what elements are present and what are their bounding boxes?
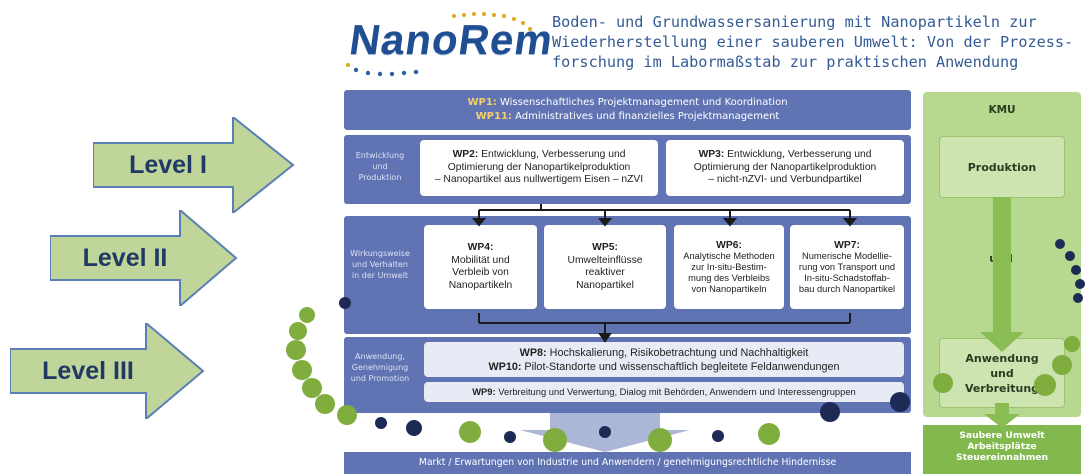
side-line: und bbox=[372, 162, 388, 171]
wp2-line: – Nanopartikel aus nullwertigem Eisen – … bbox=[434, 174, 644, 186]
wp6-id: WP6: bbox=[716, 239, 742, 251]
connector-lines-top bbox=[471, 204, 858, 227]
wp7-line: rung von Transport und bbox=[798, 261, 896, 272]
wp3-id: WP3: bbox=[698, 149, 725, 161]
kmu-arrows bbox=[980, 197, 1024, 428]
logo-dots-decoration bbox=[346, 12, 532, 77]
wp11-id: WP11: bbox=[475, 111, 512, 122]
wp7-box: WP7: Numerische Modellie- rung von Trans… bbox=[790, 225, 904, 309]
wp4-line: Verbleib von bbox=[452, 267, 509, 278]
wp10-text: Pilot-Standorte und wissenschaftlich beg… bbox=[521, 360, 840, 373]
side-line: Anwendung, bbox=[355, 352, 405, 361]
wp11-text: Administratives und finanzielles Projekt… bbox=[511, 111, 780, 122]
side-line: Wirkungsweise bbox=[350, 249, 410, 258]
kmu-und-2: und bbox=[990, 366, 1014, 380]
wp1-text: Wissenschaftliches Projektmanagement und… bbox=[496, 97, 788, 108]
side-line: Genehmigung bbox=[351, 363, 409, 372]
header-line-2: Wiederherstellung einer sauberen Umwelt:… bbox=[552, 33, 1074, 51]
side-line: in der Umwelt bbox=[351, 271, 409, 280]
wp3-line: Optimierung der Nanopartikelproduktion bbox=[693, 161, 877, 173]
wp7-id: WP7: bbox=[834, 239, 860, 251]
wp6-line: von Nanopartikeln bbox=[691, 283, 767, 294]
side-line: Produktion bbox=[358, 173, 402, 182]
kmu-anwendung: Anwendung bbox=[965, 351, 1039, 365]
row-entwicklung-label: Entwicklung und Produktion bbox=[344, 150, 416, 183]
benefit-line: Arbeitsplätze bbox=[967, 441, 1037, 452]
green-particles bbox=[286, 307, 1080, 452]
header-line-3: forschung im Labormaßstab zur praktische… bbox=[552, 53, 1019, 71]
wp7-line: In-situ-Schadstoffab- bbox=[804, 272, 890, 283]
side-line: und Verhalten bbox=[351, 260, 408, 269]
connector-lines-bottom bbox=[478, 313, 851, 343]
kmu-produktion: Produktion bbox=[939, 136, 1065, 198]
kmu-title: KMU bbox=[988, 104, 1016, 116]
wp5-line: Nanopartikel bbox=[576, 279, 634, 291]
wp4-box: WP4: Mobilität und Verbleib von Nanopart… bbox=[424, 225, 537, 309]
header-line-1: Boden- und Grundwassersanierung mit Nano… bbox=[552, 13, 1037, 31]
wp8-text: Hochskalierung, Risikobetrachtung und Na… bbox=[546, 346, 809, 359]
wp5-line: reaktiver bbox=[585, 267, 625, 278]
markt-band: Markt / Erwartungen von Industrie und An… bbox=[344, 452, 911, 474]
row-anwendung: Anwendung, Genehmigung und Promotion WP8… bbox=[344, 337, 911, 413]
benefit-line: Saubere Umwelt bbox=[959, 430, 1045, 441]
wp5-id: WP5: bbox=[592, 242, 618, 253]
nanorem-logo: NanoRem bbox=[344, 10, 556, 82]
wp4-line: Mobilität und bbox=[451, 254, 510, 266]
wp10-id: WP10: bbox=[488, 360, 522, 373]
wp4-line: Nanopartikeln bbox=[448, 279, 513, 291]
level-1-label: Level I bbox=[129, 150, 207, 179]
level-3-arrow: Level III bbox=[10, 323, 206, 419]
row-wirkungsweise: Wirkungsweise und Verhalten in der Umwel… bbox=[344, 216, 911, 334]
wp6-line: Analytische Methoden bbox=[683, 250, 775, 261]
wp1-band: WP1: Wissenschaftliches Projektmanagemen… bbox=[344, 90, 911, 130]
wp2-line: Optimierung der Nanopartikelproduktion bbox=[447, 161, 631, 173]
wp8-id: WP8: bbox=[519, 346, 547, 359]
wp5-line: Umwelteinflüsse bbox=[567, 254, 643, 266]
wp7-line: Numerische Modellie- bbox=[802, 250, 892, 261]
wp7-line: bau durch Nanopartikel bbox=[798, 283, 896, 294]
wp3-line: Entwicklung, Verbesserung und bbox=[724, 149, 872, 161]
wp9-id: WP9: bbox=[472, 385, 496, 397]
kmu-verbreitung: Verbreitung bbox=[964, 381, 1040, 395]
wp2-box: WP2: Entwicklung, Verbesserung und Optim… bbox=[420, 140, 658, 196]
row-wirkungsweise-label: Wirkungsweise und Verhalten in der Umwel… bbox=[344, 248, 416, 281]
level-2-label: Level II bbox=[82, 243, 168, 272]
level-1-arrow: Level I bbox=[93, 117, 296, 213]
level-3-label: Level III bbox=[42, 356, 134, 385]
wp3-line: – nicht-nZVI- und Verbundpartikel bbox=[708, 174, 862, 186]
wp6-line: mung des Verbleibs bbox=[688, 272, 770, 283]
wp6-box: WP6: Analytische Methoden zur In-situ-Be… bbox=[674, 225, 784, 309]
wp5-box: WP5: Umwelteinflüsse reaktiver Nanoparti… bbox=[544, 225, 666, 309]
row-entwicklung: Entwicklung und Produktion WP2: Entwickl… bbox=[344, 135, 911, 204]
row-anwendung-label: Anwendung, Genehmigung und Promotion bbox=[344, 351, 416, 384]
level-2-arrow: Level II bbox=[50, 210, 239, 306]
side-line: und Promotion bbox=[350, 374, 410, 383]
wp1-id: WP1: bbox=[467, 97, 497, 108]
wp4-id: WP4: bbox=[467, 242, 494, 253]
wp8-wp10-box: WP8: Hochskalierung, Risikobetrachtung u… bbox=[424, 342, 904, 377]
wp2-id: WP2: bbox=[452, 149, 479, 161]
benefit-line: Steuereinnahmen bbox=[955, 452, 1049, 463]
wp6-line: zur In-situ-Bestim- bbox=[691, 261, 767, 272]
side-line: Entwicklung bbox=[355, 151, 405, 160]
navy-particles bbox=[339, 239, 1085, 443]
header-title: Boden- und Grundwassersanierung mit Nano… bbox=[552, 12, 1082, 72]
wp3-box: WP3: Entwicklung, Verbesserung und Optim… bbox=[666, 140, 904, 196]
wp9-box: WP9: Verbreitung und Verwertung, Dialog … bbox=[424, 382, 904, 402]
wp9-text: Verbreitung und Verwertung, Dialog mit B… bbox=[495, 385, 856, 397]
wp2-line: Entwicklung, Verbesserung und bbox=[478, 149, 626, 161]
benefits-box: Saubere Umwelt Arbeitsplätze Steuereinna… bbox=[923, 425, 1081, 474]
